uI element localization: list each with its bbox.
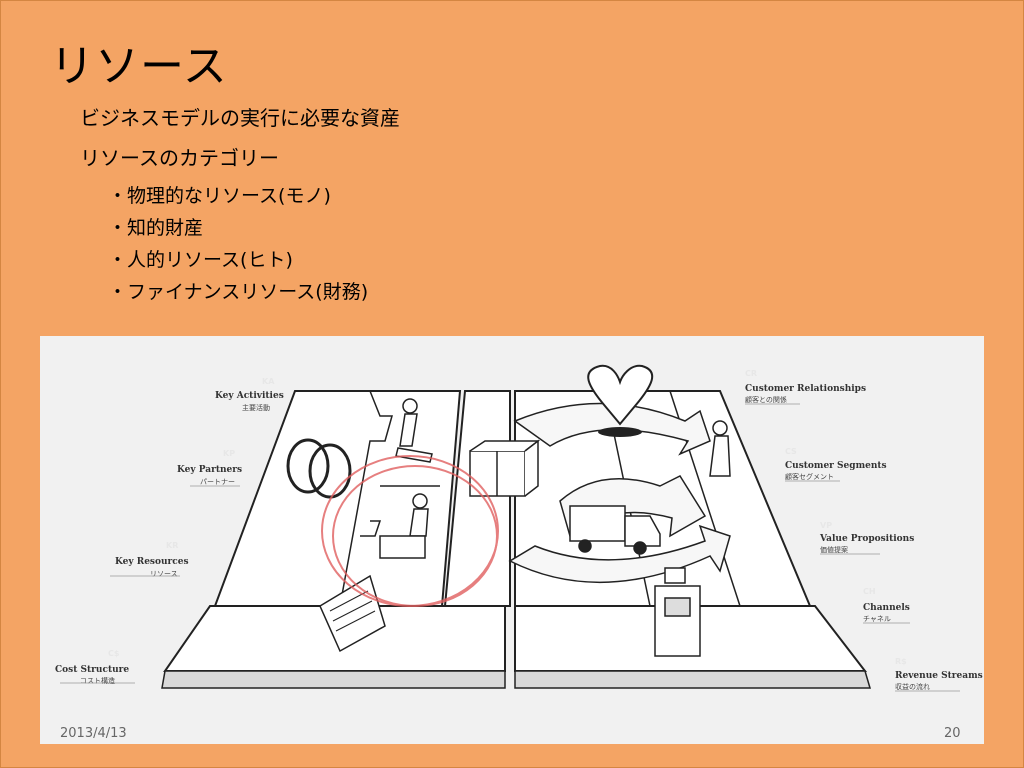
- heart-icon: [587, 364, 654, 426]
- label-customer-segments-jp: 顧客セグメント: [785, 472, 834, 481]
- label-revenue-streams: Revenue Streams: [895, 671, 983, 681]
- label-cost-structure-jp: コスト構造: [80, 676, 115, 685]
- canvas-board: [163, 390, 868, 672]
- label-key-activities-jp: 主要活動: [242, 403, 270, 412]
- chain-links-icon: [286, 438, 352, 499]
- label-key-partners: Key Partners: [177, 465, 242, 475]
- board-edges: [161, 670, 872, 689]
- right-labels: CR Customer Relationships 顧客との関係 CS Cust…: [745, 369, 983, 691]
- body-line-1: ビジネスモデルの実行に必要な資産: [80, 106, 400, 130]
- label-key-partners-jp: パートナー: [200, 478, 235, 486]
- label-code: VP: [820, 521, 832, 530]
- list-item: ・ファイナンスリソース(財務): [108, 281, 369, 303]
- label-value-propositions: Value Propositions: [819, 534, 914, 544]
- list-item: ・人的リソース(ヒト): [108, 249, 293, 271]
- label-code: CH: [863, 587, 876, 596]
- leader-lines: [60, 403, 960, 692]
- label-cost-structure: Cost Structure: [55, 665, 129, 675]
- label-code: KR: [166, 541, 178, 550]
- gift-box-icon: [469, 439, 541, 497]
- label-channels: Channels: [863, 603, 910, 613]
- label-code: KA: [262, 377, 275, 386]
- business-model-canvas-figure: KA Key Activities 主要活動 KP Key Partners パ…: [40, 336, 984, 744]
- label-channels-jp: チャネル: [863, 615, 891, 623]
- label-customer-segments: Customer Segments: [785, 461, 887, 471]
- category-list: ・物理的なリソース(モノ) ・知的財産 ・人的リソース(ヒト) ・ファイナンスリ…: [108, 180, 368, 308]
- label-code: R$: [895, 657, 907, 666]
- label-customer-relationships-jp: 顧客との関係: [745, 395, 787, 404]
- footer-date: 2013/4/13: [60, 726, 127, 741]
- page-number: 20: [944, 726, 961, 741]
- label-code: CS: [785, 447, 797, 456]
- canvas-sketch: KA Key Activities 主要活動 KP Key Partners パ…: [55, 364, 983, 692]
- label-code: CR: [745, 369, 757, 378]
- label-key-activities: Key Activities: [215, 391, 284, 401]
- highlight-circle: [321, 455, 499, 607]
- list-item: ・物理的なリソース(モノ): [108, 185, 331, 207]
- kiosk-icon: [654, 567, 701, 657]
- label-value-propositions-jp: 価値提案: [820, 545, 848, 554]
- label-key-resources: Key Resources: [115, 557, 189, 567]
- label-customer-relationships: Customer Relationships: [745, 384, 866, 394]
- label-code: C$: [108, 649, 120, 658]
- list-item: ・知的財産: [108, 217, 204, 239]
- body-line-2: リソースのカテゴリー: [80, 146, 279, 170]
- heart-shadow: [598, 427, 642, 437]
- worker-figures: [379, 398, 731, 559]
- slide-title: リソース: [50, 41, 228, 92]
- label-revenue-streams-jp: 収益の流れ: [895, 682, 930, 691]
- left-labels: KA Key Activities 主要活動 KP Key Partners パ…: [55, 377, 284, 685]
- label-code: KP: [223, 449, 235, 458]
- truck-icon: [569, 505, 661, 555]
- label-key-resources-jp: リソース: [150, 570, 178, 578]
